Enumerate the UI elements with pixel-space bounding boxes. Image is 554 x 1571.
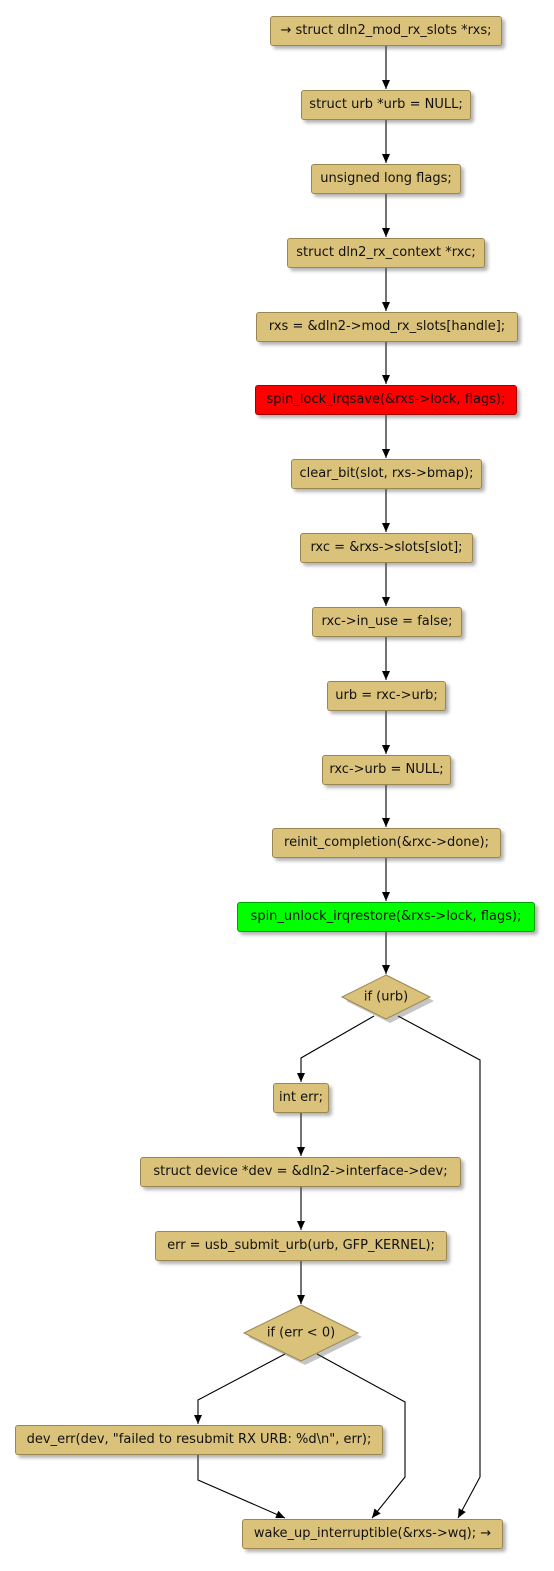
stmt-in-use-false: rxc->in_use = false;	[312, 607, 462, 637]
stmt-declare-rxs: → struct dln2_mod_rx_slots *rxs;	[270, 16, 502, 46]
stmt-spin-lock: spin_lock_irqsave(&rxs->lock, flags);	[255, 385, 517, 415]
stmt-declare-err: int err;	[273, 1083, 329, 1113]
stmt-assign-rxs: rxs = &dln2->mod_rx_slots[handle];	[256, 312, 518, 342]
stmt-usb-submit-urb: err = usb_submit_urb(urb, GFP_KERNEL);	[155, 1231, 447, 1261]
stmt-declare-dev: struct device *dev = &dln2->interface->d…	[140, 1157, 461, 1187]
decision-if-urb: if (urb)	[363, 989, 409, 1005]
decision-if-err: if (err < 0)	[266, 1325, 336, 1341]
stmt-clear-bit: clear_bit(slot, rxs->bmap);	[291, 459, 482, 489]
edge-err-false	[316, 1353, 406, 1519]
stmt-spin-unlock: spin_unlock_irqrestore(&rxs->lock, flags…	[237, 902, 535, 932]
stmt-declare-flags: unsigned long flags;	[311, 164, 461, 194]
stmt-assign-urb: urb = rxc->urb;	[327, 681, 446, 711]
stmt-wake-up-interruptible: wake_up_interruptible(&rxs->wq); →	[242, 1519, 503, 1549]
stmt-reinit-completion: reinit_completion(&rxc->done);	[272, 828, 501, 858]
edge-urb-false	[397, 1015, 481, 1519]
stmt-assign-rxc: rxc = &rxs->slots[slot];	[300, 533, 473, 563]
edge-err-true	[194, 1353, 286, 1424]
stmt-rxc-urb-null: rxc->urb = NULL;	[322, 755, 451, 785]
stmt-declare-rxc: struct dln2_rx_context *rxc;	[287, 238, 485, 268]
decision-urb-shape	[340, 974, 432, 1020]
decision-err-shape	[242, 1304, 360, 1362]
edge-dev-err-out	[197, 1455, 286, 1519]
stmt-dev-err: dev_err(dev, "failed to resubmit RX URB:…	[15, 1425, 383, 1455]
edge-urb-true	[297, 1015, 375, 1082]
stmt-declare-urb: struct urb *urb = NULL;	[301, 90, 471, 120]
